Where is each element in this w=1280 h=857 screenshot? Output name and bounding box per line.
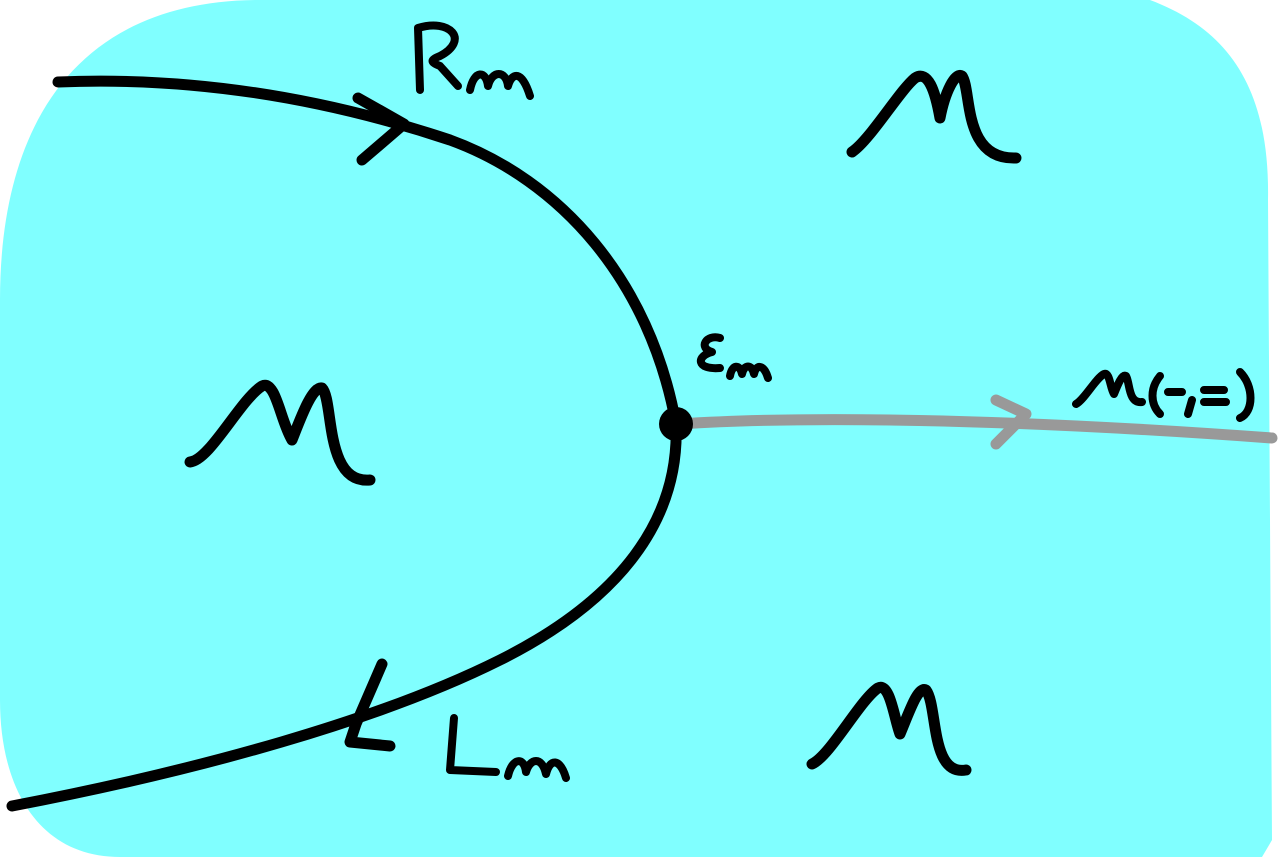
label-hom-glyph	[1072, 368, 1255, 422]
arrow-head-l-m-icon	[344, 658, 396, 752]
label-l-m-glyph	[446, 714, 570, 782]
wire-l-m	[6, 418, 682, 812]
arrow-head-hom-icon	[990, 394, 1032, 450]
wire-r-m	[52, 75, 682, 430]
wire-hom-functor	[674, 414, 1278, 444]
region-label-top-right-glyph	[846, 70, 1022, 164]
label-epsilon-m-glyph	[697, 333, 772, 382]
label-r-m-glyph	[414, 21, 534, 100]
arrow-head-r-m-icon	[352, 92, 410, 166]
region-label-bottom-right-glyph	[806, 681, 972, 776]
node-epsilon-dot	[659, 407, 693, 441]
region-label-left-glyph	[184, 380, 376, 486]
